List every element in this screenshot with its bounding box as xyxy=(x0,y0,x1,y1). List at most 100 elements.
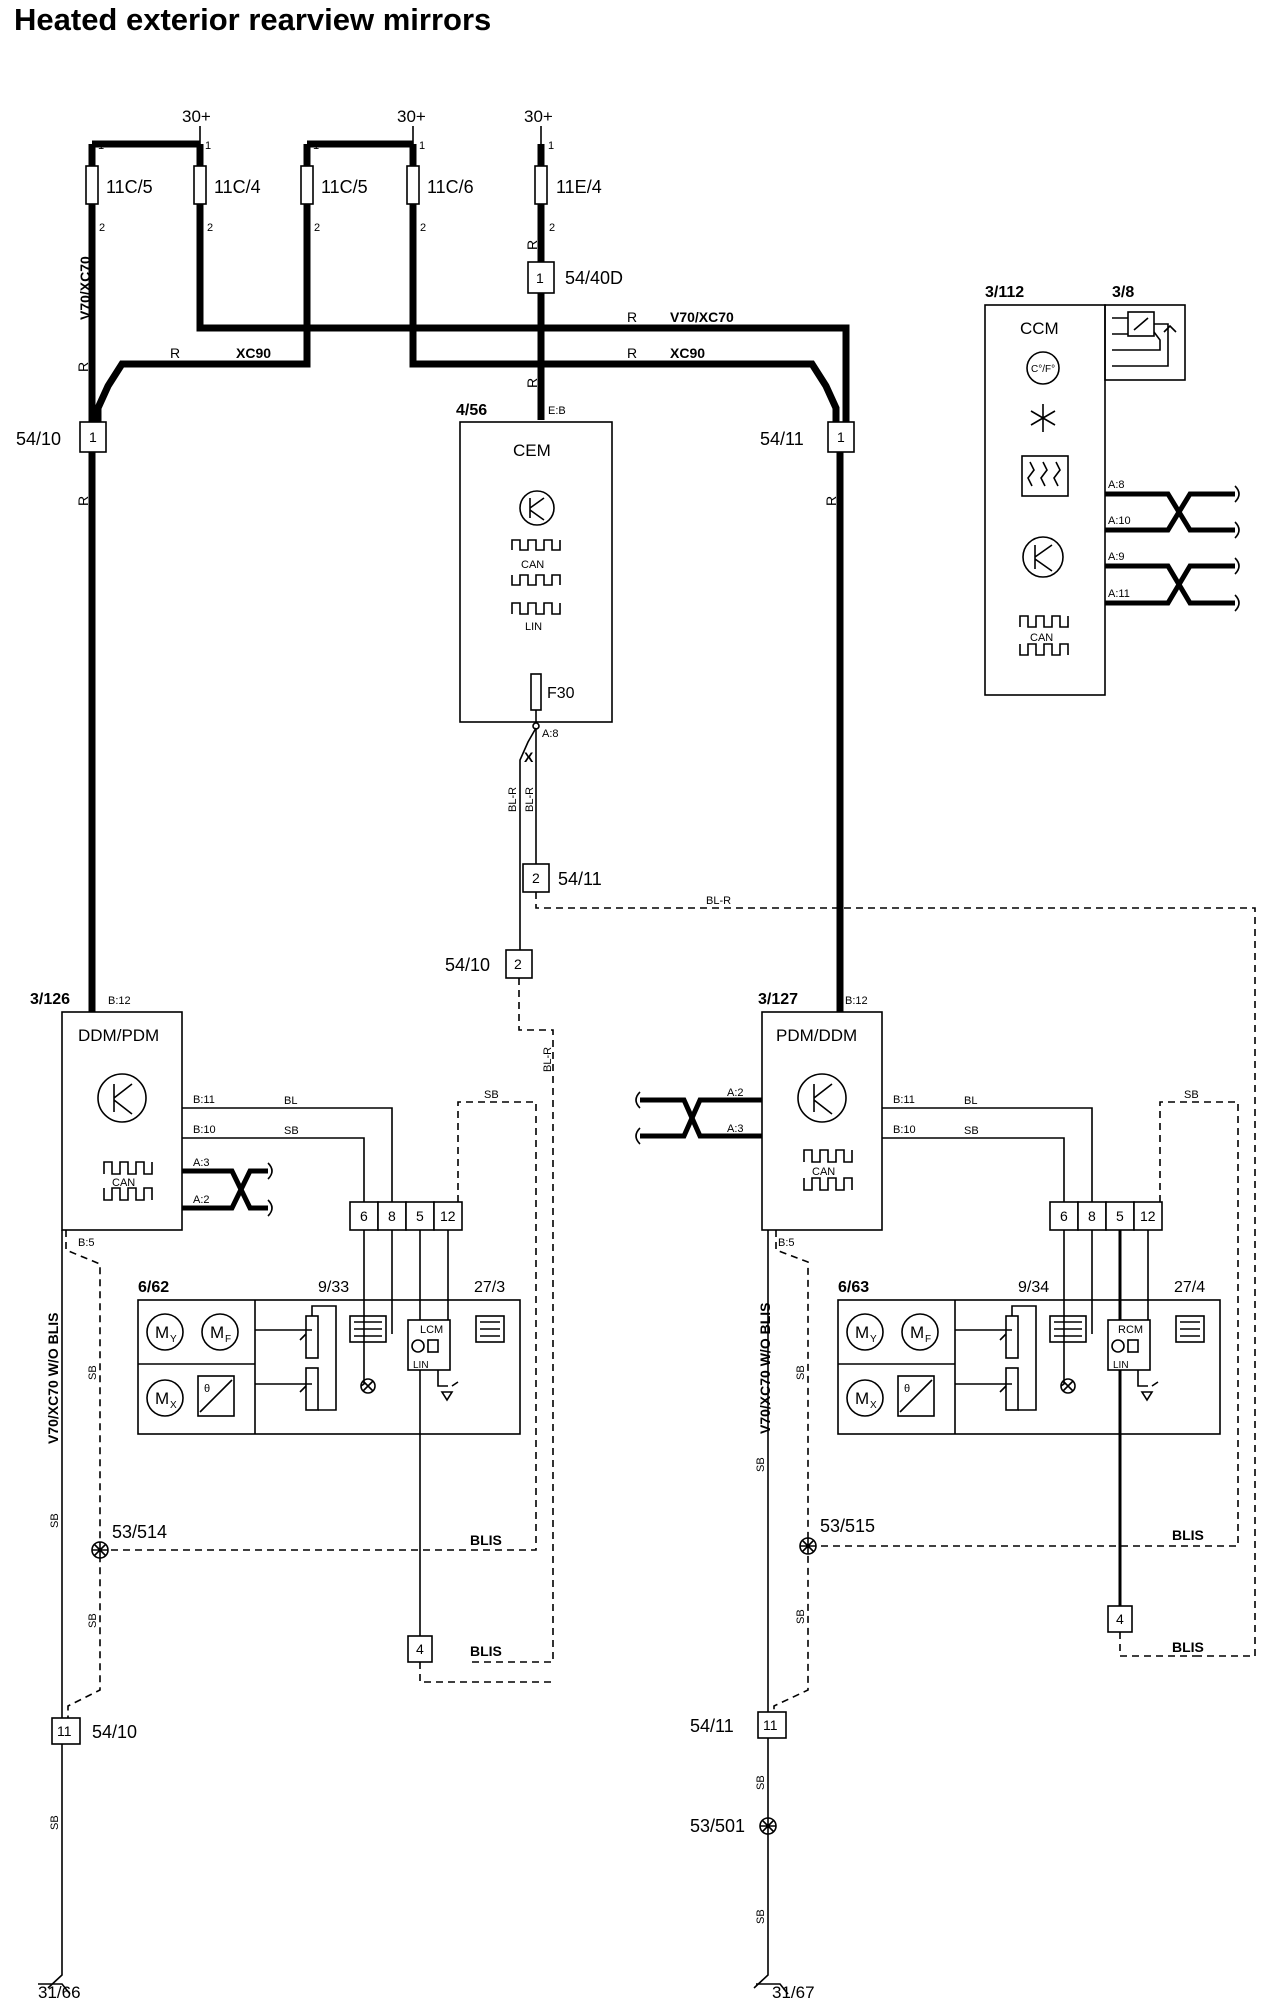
connector-54-10-bottom: 11 54/10 xyxy=(51,1717,137,1745)
left-motor-f-icon: M F xyxy=(201,1313,239,1351)
svg-text:M: M xyxy=(210,1323,224,1342)
ddm-pin-b12: B:12 xyxy=(108,995,131,1007)
pdm-pin-b11: B:11 xyxy=(893,1094,915,1106)
svg-text:C°/F°: C°/F° xyxy=(1031,364,1055,375)
fuse-11c4: 11C/4 1 2 xyxy=(193,140,261,234)
svg-text:11C/6: 11C/6 xyxy=(427,177,474,197)
svg-text:54/10: 54/10 xyxy=(16,429,61,449)
svg-text:2: 2 xyxy=(314,222,320,234)
power-label-3: 30+ xyxy=(524,107,553,126)
right-mirror-sub2: 27/4 xyxy=(1174,1279,1205,1296)
svg-text:12: 12 xyxy=(440,1208,456,1224)
ccm-sensor-3-8 xyxy=(1104,304,1186,381)
pdm-name: PDM/DDM xyxy=(776,1026,857,1045)
left-mirror-pin-row: 6 8 5 12 xyxy=(349,1201,463,1231)
pdm-module: 3/127 B:12 PDM/DDM CAN xyxy=(758,991,883,1231)
left-blis-indicator-icon xyxy=(437,1315,505,1402)
right-temp-sensor-icon: θ xyxy=(897,1375,935,1417)
right-rcm-module: RCM LIN xyxy=(1107,1319,1151,1371)
label-r-right: R xyxy=(823,496,839,506)
label-blr-right: BL-R xyxy=(706,895,731,907)
svg-text:M: M xyxy=(855,1389,869,1408)
svg-text:LCM: LCM xyxy=(420,1324,443,1336)
ddm-pin-b10: B:10 xyxy=(193,1124,216,1136)
label-r-left-top: R xyxy=(75,362,91,372)
right-mirror-ref: 6/63 xyxy=(838,1279,869,1296)
pdm-pin-b10: B:10 xyxy=(893,1124,916,1136)
svg-text:CAN: CAN xyxy=(1030,632,1053,644)
svg-text:1: 1 xyxy=(419,140,425,152)
label-x: X xyxy=(524,749,534,765)
svg-text:54/40D: 54/40D xyxy=(565,268,623,288)
svg-text:A:8: A:8 xyxy=(1108,479,1125,491)
svg-text:CAN: CAN xyxy=(112,1177,135,1189)
right-lamp-icon xyxy=(1060,1378,1076,1394)
wire-pdm-sb xyxy=(882,1137,1065,1202)
ccm-pin-a9: A:9 xyxy=(1108,551,1125,563)
label-sb-left-a: SB xyxy=(87,1365,99,1380)
label-bl-right: BL xyxy=(964,1095,977,1107)
wire-left-ground xyxy=(47,1744,63,1989)
label-r-v70xc70: R xyxy=(627,309,637,325)
label-sb-right-c: SB xyxy=(795,1609,807,1624)
label-blis-right-mid: BLIS xyxy=(1172,1527,1204,1543)
right-motor-f-icon: M F xyxy=(901,1313,939,1351)
cem-pin-eb: E:B xyxy=(548,405,566,417)
ccm-transistor-icon xyxy=(1022,536,1064,578)
svg-text:11C/5: 11C/5 xyxy=(106,177,153,197)
label-sb-right-d: SB xyxy=(755,1775,767,1790)
right-mirror-assembly: 6/63 9/34 27/4 M Y M F M X θ xyxy=(837,1279,1221,1435)
svg-text:11: 11 xyxy=(763,1717,778,1733)
right-mirror-sub1: 9/34 xyxy=(1018,1279,1049,1296)
cem-can-icon: CAN xyxy=(511,539,561,586)
svg-text:1: 1 xyxy=(98,140,104,152)
cem-pin-a8: A:8 xyxy=(542,728,559,740)
left-mirror-sub2: 27/3 xyxy=(474,1279,505,1296)
pdm-transistor-icon xyxy=(797,1073,847,1123)
cem-transistor-icon xyxy=(519,490,555,526)
right-mirror-pin-row: 6 8 5 12 xyxy=(1049,1201,1163,1231)
svg-text:31/67: 31/67 xyxy=(772,1983,815,2000)
wire-blr-dashed-left xyxy=(470,978,554,1663)
pdm-pin-b12: B:12 xyxy=(845,995,868,1007)
right-position-potentiometers-icon xyxy=(955,1305,1037,1411)
right-motor-y-icon: M Y xyxy=(846,1313,884,1351)
pdm-pin-b5: B:5 xyxy=(778,1237,795,1249)
ccm-can-icon: CAN xyxy=(1019,615,1069,656)
connector-left-pin4: 4 xyxy=(407,1635,433,1663)
label-v70xc70-right: V70/XC70 xyxy=(670,309,734,325)
fuse-11c6: 11C/6 1 2 xyxy=(406,140,474,234)
svg-text:2: 2 xyxy=(514,956,522,972)
label-sb-left-c: SB xyxy=(87,1613,99,1628)
svg-text:F30: F30 xyxy=(547,685,575,702)
label-blr-2: BL-R xyxy=(524,787,536,812)
connector-54-10-top: 1 54/10 xyxy=(16,421,107,453)
svg-text:4: 4 xyxy=(416,1641,424,1657)
svg-text:6: 6 xyxy=(1060,1208,1068,1224)
ccm-can-twisted-pairs xyxy=(1105,485,1240,612)
label-sb-right: SB xyxy=(964,1125,979,1137)
svg-text:1: 1 xyxy=(837,429,845,445)
svg-text:54/11: 54/11 xyxy=(760,429,804,449)
wire-left-sb-dashed xyxy=(65,1230,101,1718)
svg-text:F: F xyxy=(225,1334,231,1345)
ddm-can-twisted-pair xyxy=(182,1162,273,1217)
svg-text:A:10: A:10 xyxy=(1108,515,1131,527)
svg-text:θ: θ xyxy=(204,1383,210,1395)
left-mirror-assembly: 6/62 9/33 27/3 M Y M F M X θ xyxy=(137,1279,521,1435)
left-temp-sensor-icon: θ xyxy=(197,1375,235,1417)
svg-text:5: 5 xyxy=(1116,1208,1124,1224)
svg-text:53/501: 53/501 xyxy=(690,1816,745,1836)
svg-text:54/11: 54/11 xyxy=(558,869,602,889)
svg-text:M: M xyxy=(855,1323,869,1342)
svg-text:5: 5 xyxy=(416,1208,424,1224)
svg-text:2: 2 xyxy=(549,222,555,234)
svg-text:A:9: A:9 xyxy=(1108,551,1125,563)
svg-text:Y: Y xyxy=(870,1334,877,1345)
label-sb-right-a: SB xyxy=(795,1365,807,1380)
left-motor-y-icon: M Y xyxy=(146,1313,184,1351)
ddm-ref: 3/126 xyxy=(30,991,70,1008)
svg-text:11C/4: 11C/4 xyxy=(214,177,261,197)
splice-53-501: 53/501 xyxy=(690,1816,777,1836)
label-sb-right-b: SB xyxy=(755,1457,767,1472)
